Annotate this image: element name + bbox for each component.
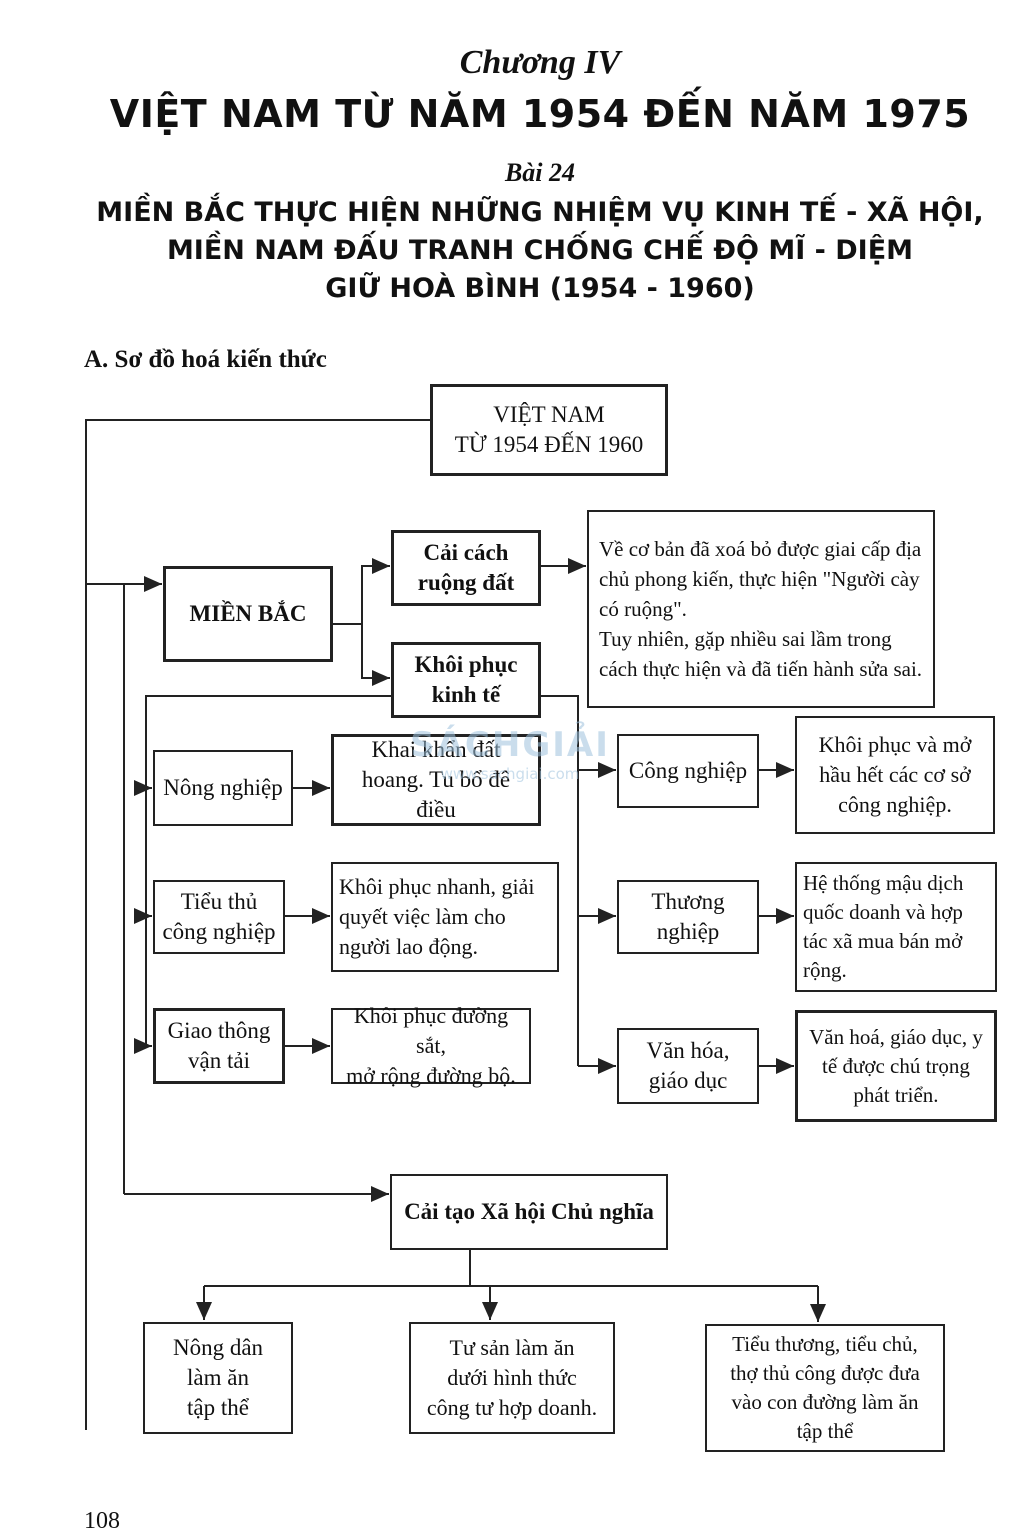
connector-to-economic-recovery: [361, 624, 390, 686]
handicraft-result-box: Khôi phục nhanh, giải quyết việc làm cho…: [331, 862, 559, 972]
lesson-title-line-3: GIỮ HOÀ BÌNH (1954 - 1960): [325, 273, 755, 304]
socialist-reform-box: Cải tạo Xã hội Chủ nghĩa: [390, 1174, 668, 1250]
connector-left-sectors: [145, 695, 392, 1046]
farmers-box: Nông dân làm ăn tập thể: [143, 1322, 293, 1434]
chapter-label: Chương IV: [459, 44, 621, 81]
root-box: VIỆT NAM TỪ 1954 ĐẾN 1960: [430, 384, 668, 476]
north-box: MIỀN BẮC: [163, 566, 333, 662]
agriculture-box: Nông nghiệp: [153, 750, 293, 826]
watermark: SÁCHGIẢI www.sachgiai.com: [410, 725, 610, 783]
watermark-brand: SÁCHGIẢI: [410, 725, 610, 765]
page-number: 108: [84, 1508, 120, 1534]
connector-to-land-reform: [332, 558, 390, 625]
small-traders-box: Tiểu thương, tiểu chủ, thợ thủ công được…: [705, 1324, 945, 1452]
transport-result-box: Khôi phục đường sắt, mở rộng đường bộ.: [331, 1003, 531, 1088]
lesson-label: Bài 24: [504, 158, 576, 187]
economic-recovery-box: Khôi phục kinh tế: [391, 642, 541, 718]
section-title: A. Sơ đồ hoá kiến thức: [84, 346, 327, 373]
land-reform-result-box: Về cơ bản đã xoá bỏ được giai cấp địa ch…: [587, 510, 935, 708]
commerce-box: Thương nghiệp: [617, 880, 759, 954]
chapter-title: VIỆT NAM TỪ NĂM 1954 ĐẾN NĂM 1975: [109, 92, 971, 136]
land-reform-box: Cải cách ruộng đất: [391, 530, 541, 606]
connector-right-sectors: [540, 695, 579, 1066]
culture-result-box: Văn hoá, giáo dục, y tế được chú trọng p…: [795, 1010, 997, 1122]
industry-box: Công nghiệp: [617, 734, 759, 808]
watermark-url: www.sachgiai.com: [440, 765, 580, 783]
lesson-title: MIỀN BẮC THỰC HIỆN NHỮNG NHIỆM VỤ KINH T…: [0, 194, 1024, 308]
lesson-title-line-2: MIỀN NAM ĐẤU TRANH CHỐNG CHẾ ĐỘ MĨ - DIỆ…: [166, 235, 914, 266]
connector-root-trunk: [85, 419, 430, 1430]
agriculture-result-box: Khai khẩn đất hoang. Tu bổ đê điều: [331, 734, 541, 826]
commerce-result-box: Hệ thống mậu dịch quốc doanh và hợp tác …: [795, 862, 997, 992]
handicraft-box: Tiểu thủ công nghiệp: [153, 880, 285, 954]
culture-box: Văn hóa, giáo dục: [617, 1028, 759, 1104]
industry-result-box: Khôi phục và mở hầu hết các cơ sở công n…: [795, 716, 995, 834]
capitalists-box: Tư sản làm ăn dưới hình thức công tư hợp…: [409, 1322, 615, 1434]
transport-box: Giao thông vận tải: [153, 1008, 285, 1084]
lesson-title-line-1: MIỀN BẮC THỰC HIỆN NHỮNG NHIỆM VỤ KINH T…: [96, 197, 984, 228]
